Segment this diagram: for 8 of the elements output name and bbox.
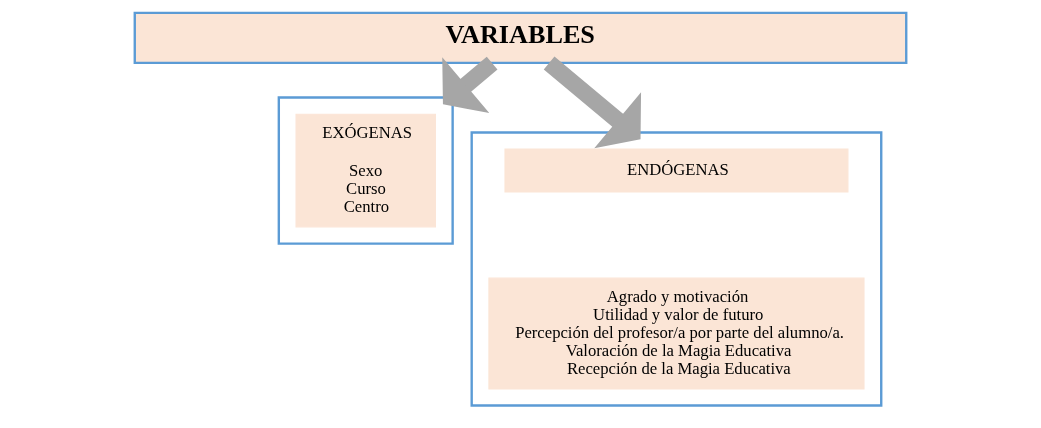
cluster (470, 131, 883, 407)
arrow (543, 56, 642, 149)
node-box: VARIABLES (133, 11, 908, 65)
node-box: ENDÓGENAS (504, 148, 849, 193)
arrow (442, 56, 498, 114)
node-box: Agrado y motivación Utilidad y valor de futuro Percepción del profesor/a por parte del alumno/a. Valoración de la Magia Educativa Recepción de la Magia Educativa (488, 277, 865, 390)
cluster (277, 96, 454, 245)
node-box: EXÓGENAS Sexo Curso Centro (295, 113, 436, 228)
